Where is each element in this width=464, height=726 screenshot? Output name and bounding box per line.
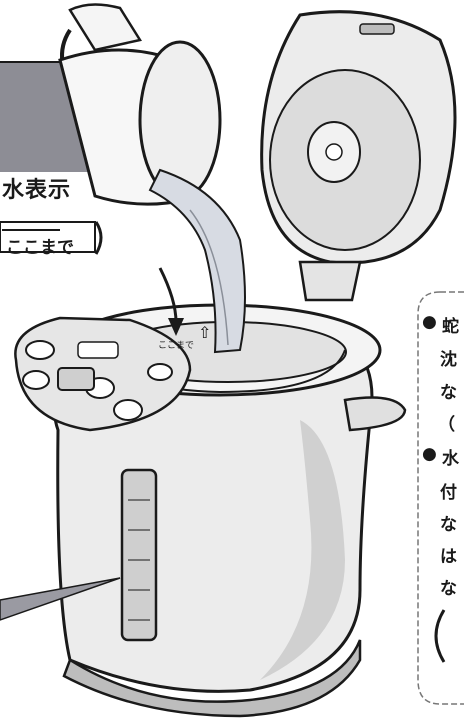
side-note-2-line: は <box>440 542 458 567</box>
up-arrow-mark: ⇧ <box>198 323 211 342</box>
side-note-2-line: 水 <box>442 444 460 469</box>
water-level-tag: ここまで <box>6 233 74 258</box>
side-note-2-line: な <box>440 574 458 599</box>
panel-button <box>26 341 54 359</box>
side-note-1-line: な <box>440 378 458 403</box>
lid-hinge <box>300 262 360 300</box>
side-note-1-line: 沈 <box>440 345 458 370</box>
side-note-2-line: 付 <box>440 478 458 503</box>
side-note-2-bullet: ● <box>422 444 438 464</box>
water-level-heading: 水表示 <box>2 172 71 204</box>
side-note-bracket <box>424 606 464 666</box>
side-note-1-bullet: ● <box>422 312 438 332</box>
side-note-2-line: な <box>440 510 458 535</box>
side-note-1-line: （ <box>438 410 456 435</box>
lid-mark-text: ここまで <box>158 340 194 351</box>
panel-button <box>114 400 142 420</box>
pot-side-handle <box>345 398 405 430</box>
side-note-1-line: 蛇 <box>442 312 460 337</box>
panel-button <box>23 371 49 389</box>
hand <box>70 4 140 50</box>
panel-button <box>148 364 172 380</box>
water-level-window <box>122 470 156 640</box>
panel-display <box>58 368 94 390</box>
